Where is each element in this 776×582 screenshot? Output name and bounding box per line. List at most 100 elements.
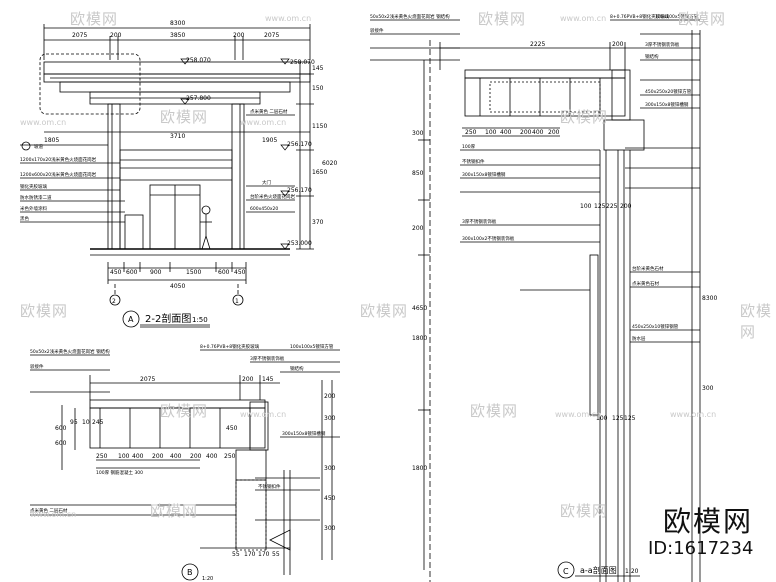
b-dim: 170 [244, 551, 256, 558]
c-dim: 400 [500, 129, 512, 136]
watermark-url: www.om.cn [30, 510, 77, 519]
a-bottom-dim: 1500 [186, 269, 201, 276]
b-note: 不锈钢扣件 [258, 483, 281, 490]
c-dim: 200 [520, 129, 532, 136]
c-note: 8+0.76PVB+8钢化夹胶玻璃 [610, 13, 670, 20]
a-elevation: 258.070 [290, 59, 315, 66]
watermark-text: 欧模网 [360, 302, 409, 320]
a-right-dim: 145 [312, 65, 324, 72]
a-bottom-dim: 450 [110, 269, 122, 276]
brand-logo-text: 欧模网 [662, 505, 753, 538]
a-note: 600x450x20 [250, 206, 278, 212]
a-right-dim: 1650 [312, 169, 327, 176]
b-dim: 200 [242, 376, 254, 383]
c-dim: 850 [412, 170, 424, 177]
a-mid-dim: 3710 [170, 133, 185, 140]
c-dim: 125 [594, 203, 606, 210]
c-note: 台阶米黄色石材 [632, 265, 664, 272]
b-note: 驳接件 [30, 363, 44, 370]
a-note: 坡道 [34, 143, 43, 150]
a-note: 台阶米色火烧面花岗岩 [250, 193, 295, 200]
a-axis-left: 2 [112, 298, 116, 305]
a-elevation: 253.000 [287, 240, 312, 247]
c-note: 不锈钢扣件 [462, 158, 485, 165]
watermark-text: 欧模网 [740, 302, 773, 341]
c-note: 100厚 [462, 144, 476, 150]
b-bubble: B [187, 568, 193, 577]
b-note: 8+0.76PVB+8钢化夹胶玻璃 [200, 343, 260, 350]
watermark-text: 欧模网 [70, 10, 119, 28]
a-right-dim: 150 [312, 85, 324, 92]
a-elevation: 256.170 [287, 187, 312, 194]
b-note: 50x50x2浅米黄色火烧面花岗岩 钢结构 [30, 348, 110, 355]
b-dim: 300 [324, 415, 336, 422]
a-right-dim: 370 [312, 219, 324, 226]
c-dim: 225 [606, 203, 618, 210]
c-dim: 100 [596, 415, 608, 422]
a-note: 防水防锈漆二道 [20, 194, 52, 201]
c-dim: 1800 [412, 335, 427, 342]
c-scale: 1:20 [625, 568, 639, 575]
b-note: 钢结构 [290, 365, 304, 372]
a-bottom-dim: 600 [218, 269, 230, 276]
a-mid-dim: 1805 [44, 137, 59, 144]
c-dim: 8300 [702, 295, 717, 302]
b-dim: 400 [132, 453, 144, 460]
watermark-url: www.om.cn [20, 118, 67, 127]
c-dim: 1800 [412, 465, 427, 472]
a-mid-dim: 1905 [262, 137, 277, 144]
watermark-text: 欧模网 [560, 108, 609, 126]
text-layer: 8300 2075 200 3850 200 2075 1805 3710 19… [20, 13, 717, 582]
b-scale: 1:20 [202, 576, 213, 582]
c-note: 驳接件 [370, 27, 384, 34]
c-bubble: C [563, 567, 569, 576]
b-dim: 2075 [140, 376, 155, 383]
elevation-markers-a [180, 58, 290, 250]
a-top-dim: 200 [233, 32, 245, 39]
c-dim: 125 [624, 415, 636, 422]
c-dim: 300 [702, 385, 714, 392]
c-dim: 200 [412, 225, 424, 232]
b-dim: 450 [324, 495, 336, 502]
b-note: 100厚 钢筋混凝土 300 [96, 469, 143, 476]
a-note: 点米黄色 二层石材 [250, 108, 288, 115]
a-note: 钢化夹胶玻璃 [20, 183, 47, 190]
a-note: 1200x600x20浅米黄色火烧面花岗岩 [20, 171, 97, 178]
c-note: 300x150x8镀锌槽钢 [645, 101, 689, 108]
b-dim: 250 [224, 453, 236, 460]
b-dim: 450 [226, 425, 238, 432]
a-note: 1200x170x20浅米黄色火烧面花岗岩 [20, 156, 97, 163]
b-dim: 250 [96, 453, 108, 460]
watermark-text: 欧模网 [20, 302, 69, 320]
c-dim: 4650 [412, 305, 427, 312]
a-top-dim: 200 [110, 32, 122, 39]
section-a-drawing [20, 24, 314, 328]
c-dim: 300 [412, 130, 424, 137]
b-dim: 55 [232, 551, 240, 558]
c-note: 300x150x8镀锌槽钢 [462, 171, 506, 178]
watermark-text: 欧模网 [678, 10, 727, 28]
section-c-drawing [370, 19, 701, 582]
a-right-dim: 1150 [312, 123, 327, 130]
a-elevation: 258.070 [186, 57, 211, 64]
a-right-dim: 6020 [322, 160, 337, 167]
c-note: 450x250x10镀锌钢管 [632, 323, 679, 330]
b-dim: 400 [206, 453, 218, 460]
b-note: 300x150x8镀锌槽钢 [282, 430, 326, 437]
c-dim: 200 [548, 129, 560, 136]
b-dim: 600 [55, 425, 67, 432]
b-dim: 200 [324, 393, 336, 400]
c-dim: 250 [465, 129, 477, 136]
b-dim: 55 [272, 551, 280, 558]
b-dim: 400 [170, 453, 182, 460]
watermark-url: www.om.cn [240, 118, 287, 127]
c-note: 3厚不锈钢装饰板 [645, 41, 680, 48]
a-note: 黑色 [20, 215, 29, 222]
b-note: 3厚不锈钢装饰板 [250, 355, 285, 362]
b-dim: 145 [262, 376, 274, 383]
a-bottom-dim: 900 [150, 269, 162, 276]
a-top-dim: 2075 [264, 32, 279, 39]
c-note: 300x100x2不锈钢装饰板 [462, 235, 515, 242]
c-dim: 200 [612, 41, 624, 48]
a-top-total: 8300 [170, 20, 185, 27]
